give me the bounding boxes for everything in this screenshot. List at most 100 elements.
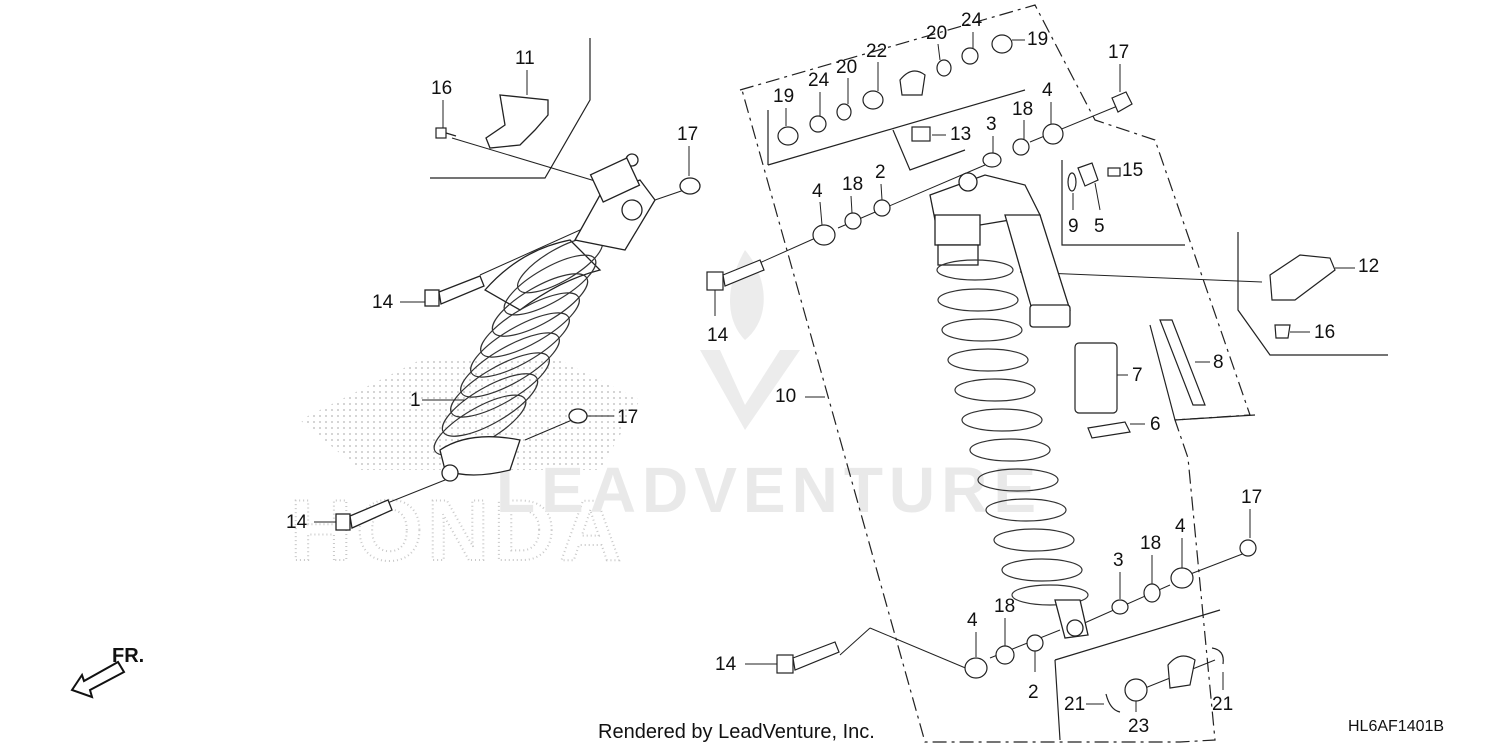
callout-c23: 23 xyxy=(1128,716,1149,737)
callout-c17d: 17 xyxy=(1241,487,1262,508)
part-21-clip-a xyxy=(1105,693,1121,713)
part-6-ring xyxy=(1087,421,1131,439)
part-9-shim xyxy=(1067,172,1077,192)
bracket-13 xyxy=(892,129,966,171)
part-5-clamp xyxy=(1077,162,1099,187)
callout-c14c: 14 xyxy=(707,325,729,346)
part-22-bushing xyxy=(862,90,884,110)
callout-c9: 9 xyxy=(1068,216,1079,237)
callout-c16b: 16 xyxy=(1314,322,1335,343)
part-23-bearing xyxy=(1124,678,1148,702)
part-20-clip-b xyxy=(936,59,952,77)
callout-c19b: 19 xyxy=(1027,29,1048,50)
callout-c24b: 24 xyxy=(961,10,983,31)
callout-leader-c4b xyxy=(819,201,823,226)
part-18-seal-d xyxy=(995,645,1015,665)
callout-c14a: 14 xyxy=(372,292,394,313)
callout-c4d: 4 xyxy=(967,610,978,631)
part-17-nut-c xyxy=(1111,91,1133,113)
part-4-washer-d xyxy=(964,657,988,679)
callout-c19a: 19 xyxy=(773,86,794,107)
part-14-bolt-c-head xyxy=(706,271,724,291)
honda-watermark: HONDA xyxy=(289,360,640,580)
callout-c8: 8 xyxy=(1213,352,1224,373)
shock-absorber-left xyxy=(433,153,656,482)
bracket-9-5 xyxy=(1061,160,1185,246)
shock-eye-top xyxy=(899,70,926,96)
part-4-washer-b xyxy=(812,224,836,246)
callout-c10: 10 xyxy=(775,386,796,407)
part-17-nut-b xyxy=(568,408,588,424)
part-14-bolt-c-shank xyxy=(722,259,765,287)
callout-leader-c2a xyxy=(880,183,883,201)
part-3-collar-b xyxy=(1111,599,1129,615)
bottom-bracket-left xyxy=(1054,659,1061,741)
part-16-bolt-b xyxy=(1274,324,1291,339)
callout-c22: 22 xyxy=(866,41,887,62)
part-14-bolt-d-shank xyxy=(792,641,840,671)
callout-c7: 7 xyxy=(1132,365,1143,386)
callout-c1: 1 xyxy=(410,390,421,411)
callout-c17b: 17 xyxy=(617,407,638,428)
callout-c4a: 4 xyxy=(1042,80,1053,101)
part-19-collar-a xyxy=(777,126,799,146)
part-8-strip xyxy=(1159,319,1206,406)
callout-c6: 6 xyxy=(1150,414,1161,435)
callout-c20b: 20 xyxy=(926,23,947,44)
callout-c21b: 21 xyxy=(1212,694,1233,715)
callout-leader-c20b xyxy=(937,43,941,61)
part-15-screw xyxy=(1107,167,1121,177)
shock-eye-bottom xyxy=(1167,655,1196,689)
callout-c18d: 18 xyxy=(994,596,1015,617)
shock-absorber-exploded xyxy=(929,172,1089,639)
bottom-bracket-top xyxy=(1054,609,1221,661)
part-11-bracket xyxy=(485,94,549,149)
callout-c21a: 21 xyxy=(1064,694,1085,715)
top-bushing-bracket xyxy=(767,89,1026,166)
right-side-parts xyxy=(776,254,1336,713)
part-13-bushing xyxy=(911,126,931,142)
callout-c5: 5 xyxy=(1094,216,1105,237)
left-top-bracket xyxy=(430,38,591,179)
callout-c4c: 4 xyxy=(1175,516,1186,537)
callout-c4b: 4 xyxy=(812,181,823,202)
callout-c2a: 2 xyxy=(875,162,886,183)
part-7-sleeve xyxy=(1074,342,1118,414)
honda-watermark-text: HONDA xyxy=(290,483,625,579)
callout-c18c: 18 xyxy=(1140,533,1161,554)
bracket-12-16 xyxy=(1237,232,1388,356)
part-4-washer-c xyxy=(1170,567,1194,589)
callout-leader-c18b xyxy=(850,195,853,214)
part-12-bracket xyxy=(1269,254,1336,301)
part-3-collar-a xyxy=(982,152,1002,168)
callout-c3a: 3 xyxy=(986,114,997,135)
callout-c3b: 3 xyxy=(1113,550,1124,571)
callout-c14d: 14 xyxy=(715,654,737,675)
rendered-by-footer: Rendered by LeadVenture, Inc. xyxy=(598,721,875,743)
part-21-clip-b xyxy=(1211,647,1224,665)
callout-c17c: 17 xyxy=(1108,42,1129,63)
callout-c11a: 11 xyxy=(515,48,535,69)
part-17-nut-a xyxy=(679,177,701,195)
part-18-seal-a xyxy=(1012,138,1030,156)
part-2-collar-b xyxy=(1026,634,1044,652)
bracket-8 xyxy=(1149,324,1256,421)
leadventure-watermark: LEADVENTURE xyxy=(496,454,1042,526)
part-16-bolt-a xyxy=(435,127,457,139)
diagram-code: HL6AF1401B xyxy=(1348,718,1444,735)
callout-c18a: 18 xyxy=(1012,99,1033,120)
part-14-bolt-a xyxy=(424,275,485,307)
part-4-washer-a xyxy=(1042,123,1064,145)
callout-c18b: 18 xyxy=(842,174,863,195)
part-24-ring-b xyxy=(961,47,979,65)
callout-c14b: 14 xyxy=(286,512,308,533)
part-2-collar-a xyxy=(873,199,891,217)
part-20-clip-a xyxy=(836,103,852,121)
part-14-bolt-d-head xyxy=(776,654,794,674)
callout-leader-c5 xyxy=(1094,182,1101,211)
part-19-collar-b xyxy=(991,34,1013,54)
callout-c17a: 17 xyxy=(677,124,698,145)
frame-lines xyxy=(430,4,1388,743)
